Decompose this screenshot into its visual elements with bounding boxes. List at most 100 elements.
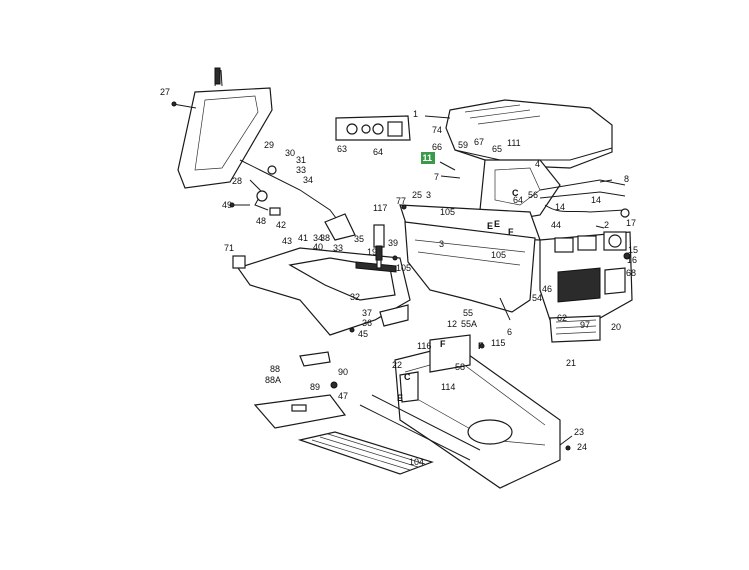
callout-59: 59: [458, 140, 468, 150]
callout-12: 12: [447, 319, 457, 329]
callout-25: 25: [412, 190, 422, 200]
bracket-part: [539, 179, 630, 218]
callout-88a: 88A: [265, 375, 281, 385]
callout-115: 115: [491, 338, 505, 348]
callout-39: 39: [388, 238, 398, 248]
fastener-dots: [171, 101, 571, 451]
callout-3: 3: [426, 190, 431, 200]
callout-104: 104: [409, 457, 424, 467]
callout-21: 21: [566, 358, 576, 368]
callout-29: 29: [264, 140, 274, 150]
callout-55: 55: [463, 308, 473, 318]
callout-105: 105: [440, 207, 455, 217]
callout-74: 74: [432, 125, 442, 135]
callout-88: 88: [270, 364, 280, 374]
callout-24: 24: [577, 442, 587, 452]
grill-assembly-part: [539, 231, 633, 343]
front-panel-part: [404, 221, 536, 313]
callout-15: 15: [628, 245, 638, 255]
callout-105c: 105: [396, 263, 411, 273]
callout-7: 7: [434, 172, 439, 182]
callout-67: 67: [474, 137, 484, 147]
callout-65: 65: [492, 144, 502, 154]
callout-33b: 33: [333, 243, 343, 253]
callout-37: 37: [362, 308, 372, 318]
callout-56: 56: [528, 190, 538, 200]
callout-35: 35: [354, 234, 364, 244]
footrest-part: [297, 431, 434, 475]
letter-f1: F: [508, 227, 514, 237]
plug-part: [373, 224, 385, 269]
callout-89: 89: [310, 382, 320, 392]
letter-f2: F: [440, 339, 446, 349]
headlight-part: [603, 231, 631, 260]
callout-22: 22: [392, 360, 402, 370]
callout-48: 48: [256, 216, 266, 226]
callout-62: 62: [557, 313, 567, 323]
dash-tower-part: [177, 67, 273, 189]
frame-part: [359, 334, 561, 489]
seat-part: [445, 99, 613, 169]
leader-lines: [172, 103, 613, 446]
callout-36: 36: [362, 318, 372, 328]
footplate-part: [253, 394, 347, 429]
callout-55a: 55A: [461, 319, 477, 329]
callout-3b: 3: [439, 239, 444, 249]
callout-30: 30: [285, 148, 295, 158]
bracket-88-part: [299, 351, 331, 367]
letter-e2: E: [397, 393, 403, 403]
callout-45: 45: [358, 329, 368, 339]
callout-14b: 14: [591, 195, 601, 205]
callout-19: 19: [367, 247, 377, 257]
callout-34: 34: [303, 175, 313, 185]
callout-4: 4: [535, 159, 540, 169]
callout-43: 43: [282, 236, 292, 246]
callout-46: 46: [542, 284, 552, 294]
callout-71: 71: [224, 243, 234, 253]
callout-42: 42: [276, 220, 286, 230]
callout-90: 90: [338, 367, 348, 377]
callout-117: 117: [373, 203, 387, 213]
callout-labels: 1 2 3 3 4 6 7 8 12 14 14 15 16 17 19 20 …: [160, 87, 638, 467]
callout-38: 38: [320, 233, 330, 243]
lever-assembly-part: [239, 159, 356, 241]
callout-58: 58: [455, 362, 465, 372]
callout-49: 49: [222, 200, 232, 210]
callout-16: 16: [627, 255, 637, 265]
callout-77: 77: [396, 196, 406, 206]
callout-31: 31: [296, 155, 306, 165]
callout-111: 111: [507, 138, 521, 148]
callout-68: 68: [626, 268, 636, 278]
callout-28: 28: [232, 176, 242, 186]
callout-23: 23: [574, 427, 584, 437]
callout-44: 44: [551, 220, 561, 230]
fender-part: [237, 247, 411, 336]
callout-2: 2: [604, 220, 609, 230]
switch-panel-part: [335, 115, 411, 141]
callout-97: 97: [580, 320, 590, 330]
callout-105b: 105: [491, 250, 506, 260]
callout-34b: 34: [313, 233, 323, 243]
callout-40: 40: [313, 242, 323, 252]
callout-8: 8: [624, 174, 629, 184]
callout-64b: 64: [513, 195, 523, 205]
callout-41: 41: [298, 233, 308, 243]
callout-66: 66: [432, 142, 442, 152]
callout-32: 32: [350, 292, 360, 302]
letter-c2: C: [404, 372, 411, 382]
letter-c1: C: [512, 188, 519, 198]
letter-e3: E: [494, 219, 500, 229]
callout-54: 54: [532, 293, 542, 303]
callout-20: 20: [611, 322, 621, 332]
callout-27: 27: [160, 87, 170, 97]
highlight-box: [421, 152, 435, 164]
letter-e1: E: [487, 221, 493, 231]
highlighted-callout-11[interactable]: 11: [421, 152, 435, 164]
callout-6: 6: [507, 327, 512, 337]
callout-14: 14: [555, 202, 565, 212]
callout-63: 63: [337, 144, 347, 154]
plate-part: [232, 255, 246, 269]
callout-64: 64: [373, 147, 383, 157]
callout-47: 47: [338, 391, 348, 401]
